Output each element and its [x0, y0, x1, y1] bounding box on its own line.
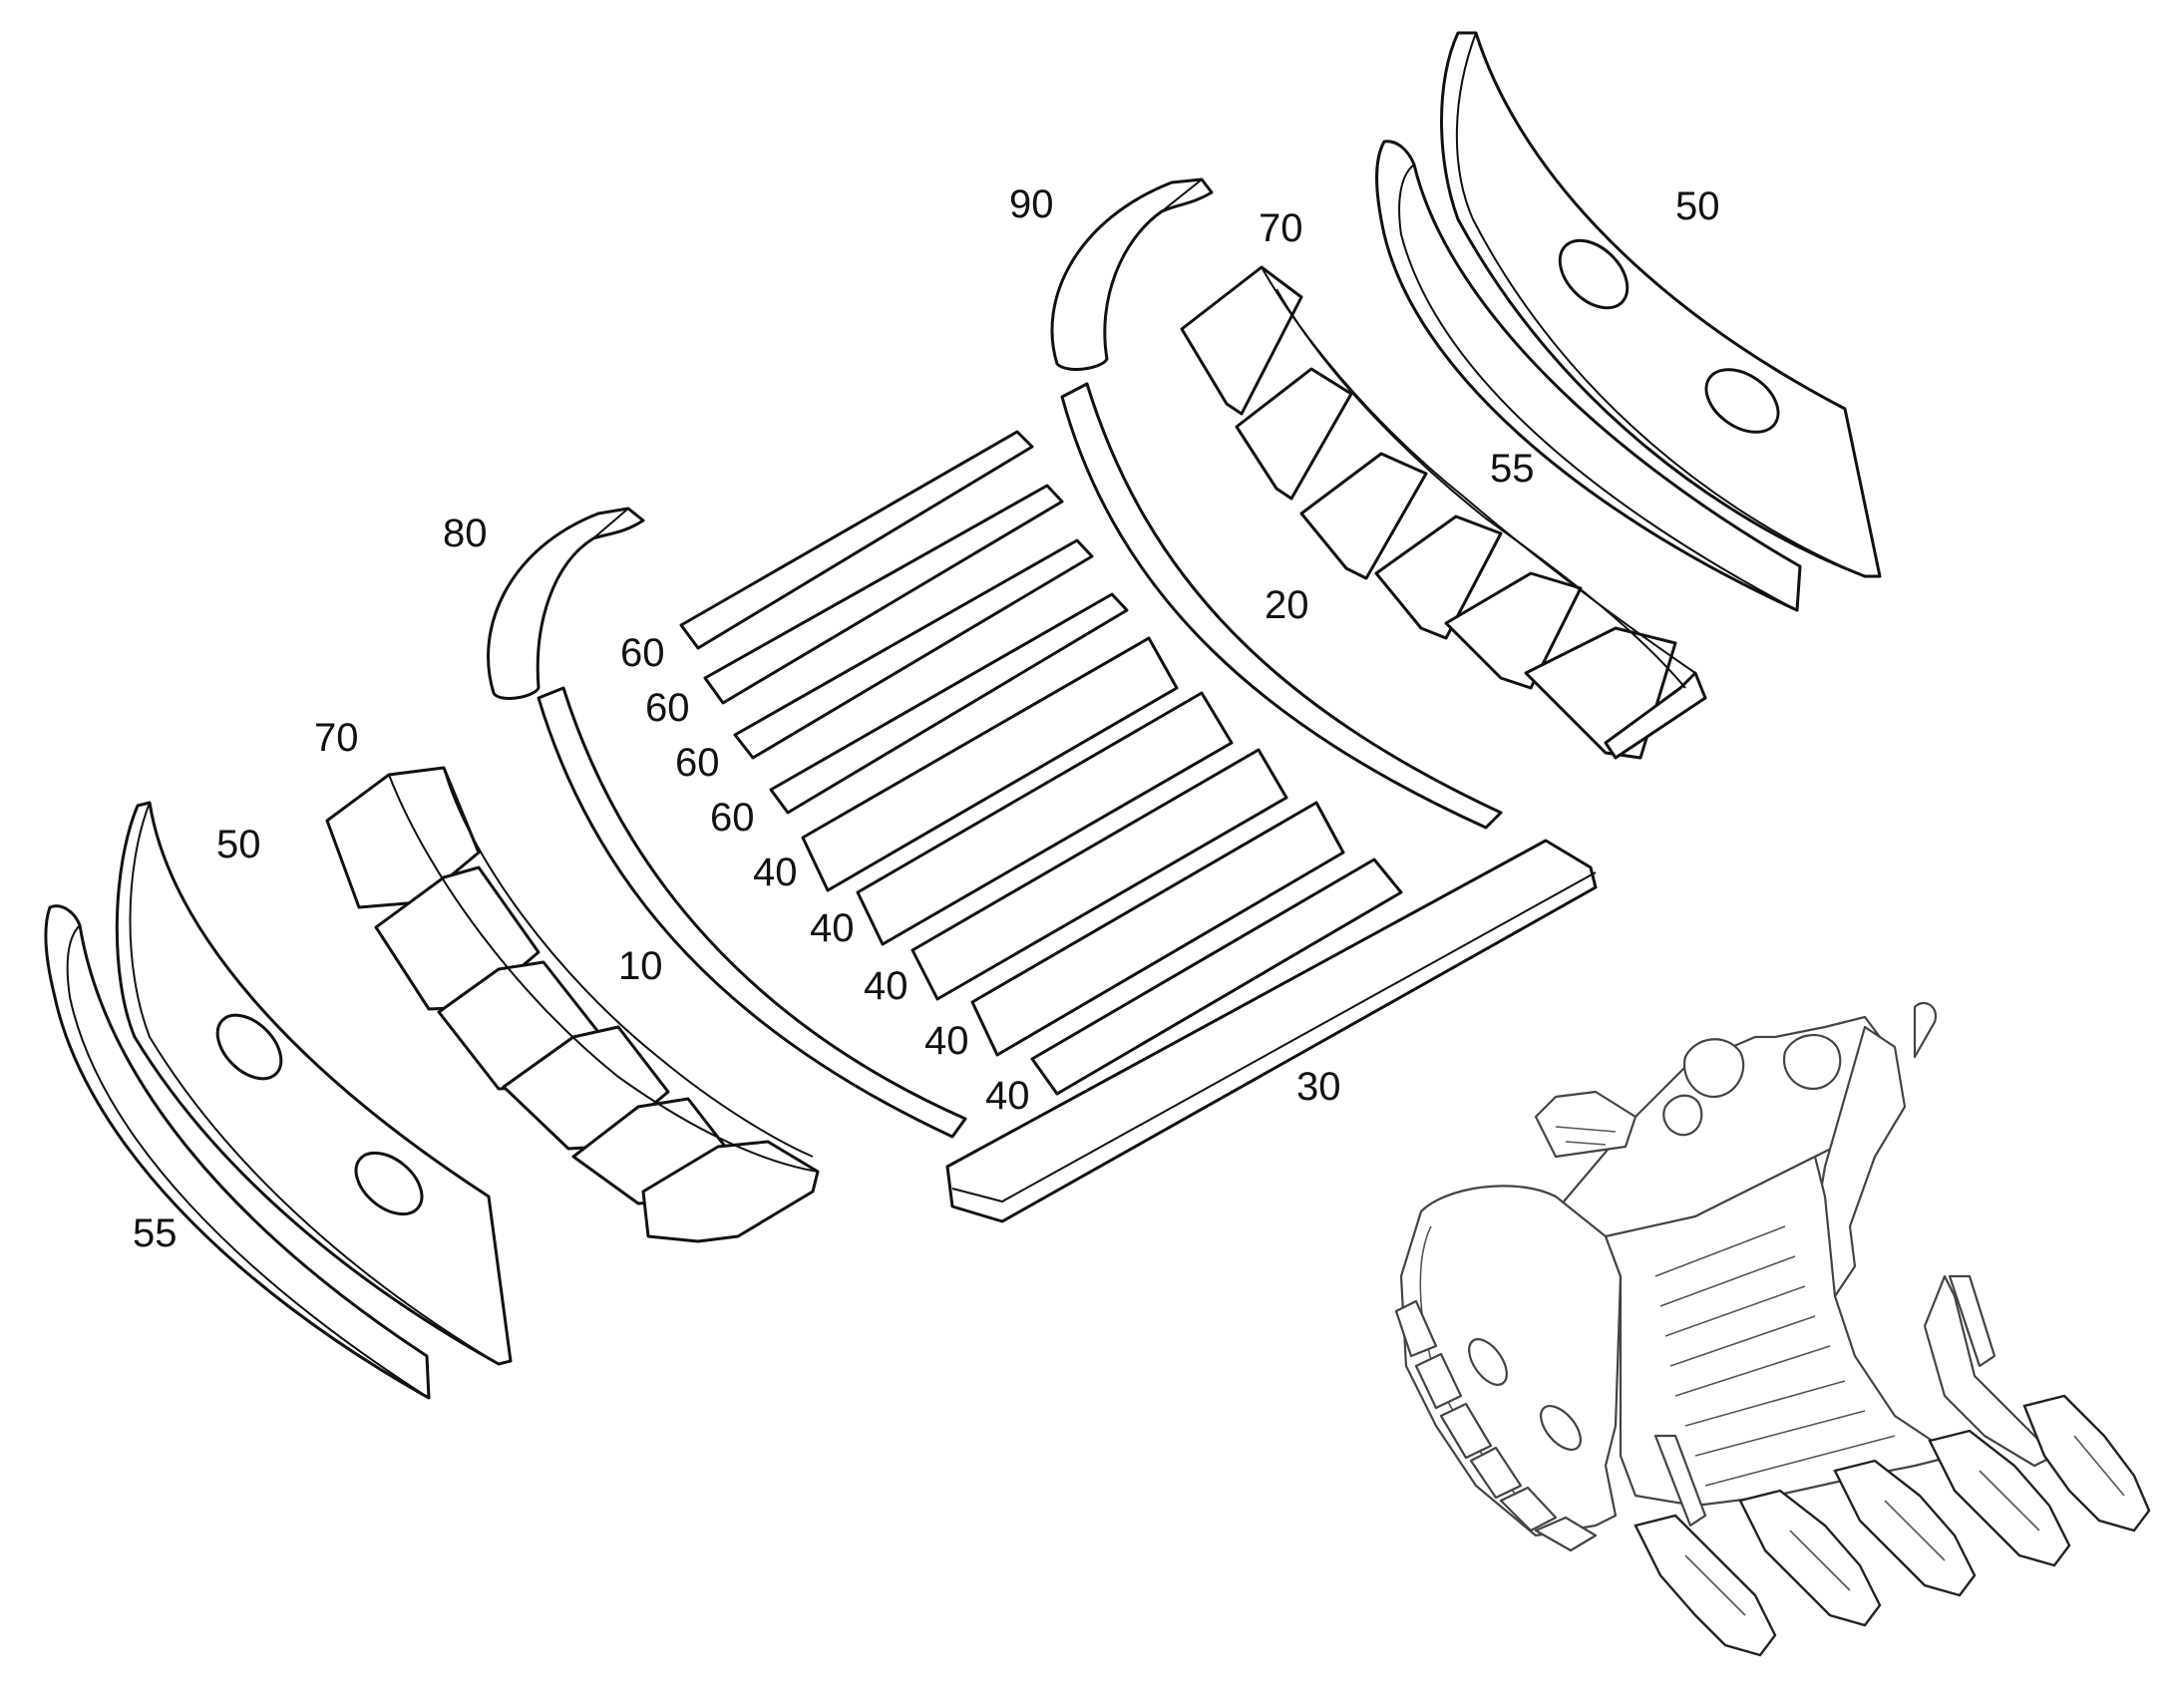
label-wear-block-row-left: 70	[314, 716, 359, 760]
label-strip-60-a: 60	[620, 631, 665, 675]
mounting-hole-lower-right	[1704, 368, 1780, 434]
label-edge-strip-right: 55	[1490, 447, 1535, 491]
label-strip-40-c: 40	[864, 964, 908, 1008]
label-side-plate-right: 50	[1675, 184, 1720, 228]
strips-60	[679, 430, 1129, 815]
mounting-hole-lower-left	[354, 1151, 424, 1216]
arc-bar-left	[537, 686, 967, 1139]
mounting-hole-upper-right	[1558, 238, 1630, 310]
label-strip-60-c: 60	[675, 741, 720, 785]
curved-piece-right	[1050, 177, 1214, 371]
wear-block-row-left	[325, 766, 820, 1243]
label-strip-60-d: 60	[710, 796, 755, 840]
edge-strip-left	[44, 904, 431, 1400]
label-strip-40-b: 40	[810, 906, 855, 950]
label-arc-bar-left: 10	[618, 944, 663, 988]
mounting-hole-upper-left	[215, 1013, 283, 1081]
label-wear-block-row-right: 70	[1259, 206, 1303, 250]
label-edge-strip-left: 55	[133, 1211, 178, 1255]
arc-bar-right	[1060, 382, 1503, 830]
part-number-labels: 50 70 90 55 20 80 60 60 60 60 70 50 40 4…	[133, 182, 1720, 1255]
label-arc-bar-right: 20	[1265, 583, 1309, 627]
label-bottom-bar: 30	[1296, 1065, 1341, 1109]
label-side-plate-left: 50	[216, 823, 261, 866]
edge-strip-right	[1375, 140, 1802, 612]
side-plate-right	[1440, 31, 1882, 578]
strips-40	[801, 636, 1403, 1096]
label-curved-piece-left: 80	[443, 512, 488, 555]
curved-piece-left	[487, 507, 645, 700]
side-plate-left	[115, 801, 513, 1366]
label-strip-40-d: 40	[924, 1019, 969, 1063]
assembled-bucket-illustration	[1394, 1001, 2151, 1657]
label-curved-piece-right: 90	[1009, 182, 1054, 226]
bottom-bar	[945, 839, 1598, 1223]
bucket-teeth	[1634, 1394, 2151, 1657]
label-strip-40-e: 40	[985, 1074, 1030, 1118]
label-strip-60-b: 60	[645, 686, 690, 730]
label-strip-40-a: 40	[753, 851, 798, 894]
wear-block-row-right	[1180, 265, 1707, 760]
